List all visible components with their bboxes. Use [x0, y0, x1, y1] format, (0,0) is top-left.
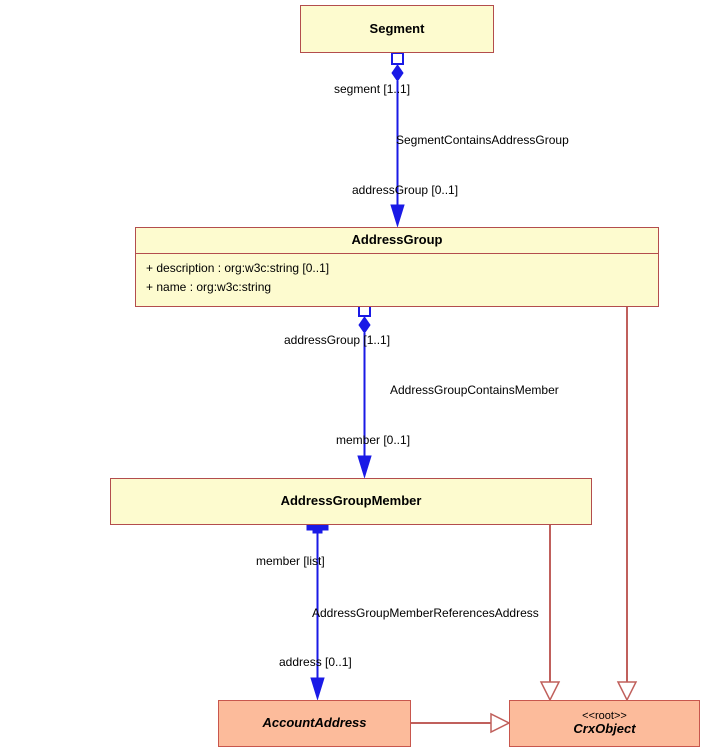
class-name-address-group: AddressGroup: [351, 232, 443, 248]
edge-label-address-target-role: address [0..1]: [279, 655, 352, 669]
edge-label-member-source-role: member [list]: [256, 554, 325, 568]
class-box-crx-object[interactable]: <<root>> CrxObject: [509, 700, 700, 747]
compartment-divider: [136, 253, 658, 254]
class-stereotype-crx-object: <<root>>: [582, 709, 627, 722]
class-box-address-group-member[interactable]: AddressGroupMember: [110, 478, 592, 525]
edge-label-address-group-contains-member-name: AddressGroupContainsMember: [390, 383, 559, 397]
generalization-address-group-to-crx-object: [616, 307, 638, 702]
class-box-segment[interactable]: Segment: [300, 5, 494, 53]
edge-label-address-group-source-role: addressGroup [1..1]: [284, 333, 391, 347]
attributes-compartment-address-group: + description : org:w3c:string [0..1] + …: [136, 254, 658, 302]
class-name-account-address: AccountAddress: [262, 715, 367, 731]
class-name-segment: Segment: [369, 20, 425, 36]
generalization-account-address-to-crx-object: [411, 712, 511, 734]
class-name-address-group-member: AddressGroupMember: [280, 493, 422, 509]
generalization-address-group-member-to-crx-object: [539, 525, 561, 702]
class-name-crx-object: CrxObject: [573, 721, 636, 737]
attribute-row: + name : org:w3c:string: [146, 280, 272, 294]
class-box-address-group[interactable]: AddressGroup + description : org:w3c:str…: [135, 227, 659, 307]
attribute-row: + description : org:w3c:string [0..1]: [146, 261, 330, 275]
edge-label-segment-target-role: addressGroup [0..1]: [352, 183, 459, 197]
edge-label-segment-source-role: segment [1..1]: [334, 82, 411, 96]
class-box-account-address[interactable]: AccountAddress: [218, 700, 411, 747]
edge-label-address-group-target-role: member [0..1]: [336, 433, 411, 447]
edge-label-address-group-member-references-address-name: AddressGroupMemberReferencesAddress: [312, 606, 539, 620]
composition-address-group-contains-member: [357, 304, 372, 479]
edge-label-segment-contains-address-group-name: SegmentContainsAddressGroup: [396, 133, 569, 147]
class-name-crx-object-group: <<root>> CrxObject: [510, 701, 699, 746]
